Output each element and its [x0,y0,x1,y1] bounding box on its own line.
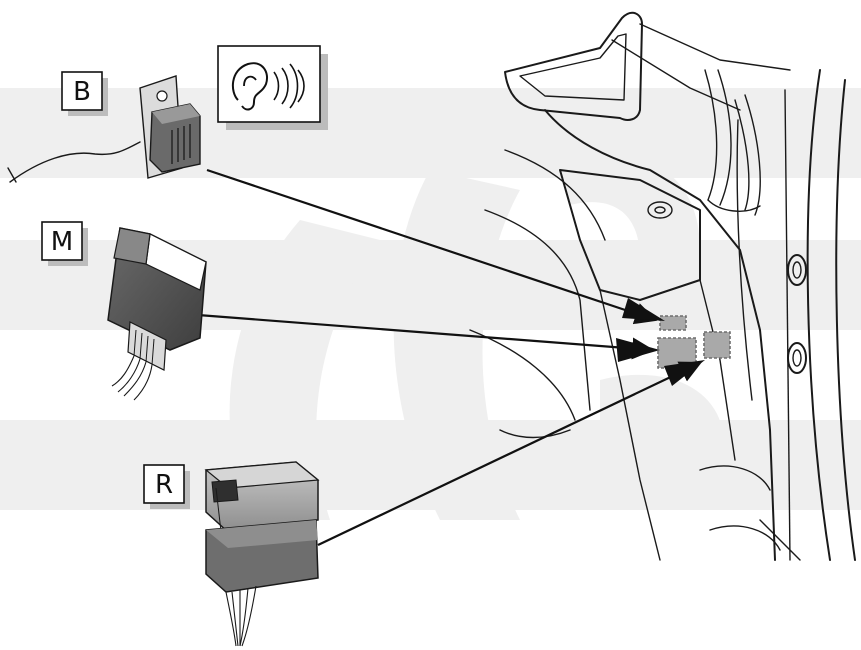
module-arrowhead [616,338,660,362]
label-m: M [41,221,88,266]
label-b: B [61,71,108,116]
label-r: R [143,464,190,509]
relay-component [204,461,320,647]
relay-mount-position [703,331,731,359]
label-m-text: M [51,227,73,257]
arrowheads [616,298,705,386]
buzzer-component [7,75,201,183]
buzzer-mount-position [659,315,687,331]
connector-lines [197,168,702,546]
module-component [107,227,207,401]
buzzer-arrowhead [622,298,665,321]
label-b-text: B [73,77,91,107]
background-watermark [0,88,861,520]
buzzer-connector-line [206,168,658,325]
vehicle-interior-drawing [469,11,856,561]
module-connector-line [197,313,655,360]
label-r-text: R [155,470,173,500]
relay-connector-line [317,361,702,546]
ear-sound-icon [217,45,328,130]
relay-arrowhead [664,360,705,386]
mount-positions [657,315,731,369]
